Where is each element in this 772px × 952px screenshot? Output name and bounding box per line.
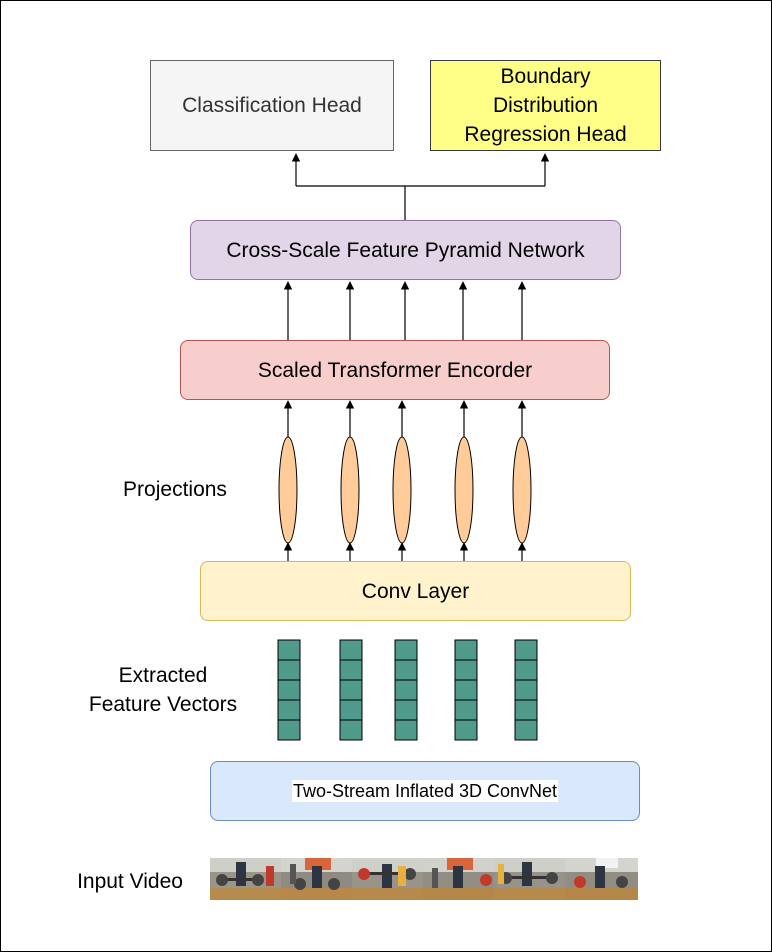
boundary-head-line-2: Distribution (492, 94, 599, 117)
input-video-label: Input Video (77, 870, 183, 893)
heads-fork-connector (291, 153, 550, 220)
feature-vector-1 (277, 639, 301, 741)
boundary-distribution-regression-head: Boundary Distribution Regression Head (430, 60, 661, 151)
conv-layer: Conv Layer (200, 561, 631, 621)
encoder-to-pyramid-arrows (283, 281, 527, 340)
extracted-label-line-1: Extracted (118, 664, 208, 687)
extracted-feature-vectors-label: Extracted Feature Vectors (70, 661, 256, 719)
classification-head: Classification Head (150, 60, 394, 151)
feature-vector-3 (394, 639, 418, 741)
conv-layer-label: Conv Layer (361, 579, 470, 603)
projection-to-encoder-arrows (283, 400, 527, 437)
i3d-label: Two-Stream Inflated 3D ConvNet (291, 780, 559, 802)
video-frame-1 (210, 858, 281, 900)
input-video-frames (210, 858, 638, 900)
video-frame-4 (423, 858, 494, 900)
classification-head-label: Classification Head (182, 94, 362, 117)
two-stream-inflated-3d-convnet: Two-Stream Inflated 3D ConvNet (210, 761, 640, 821)
video-frame-3 (352, 858, 423, 900)
feature-vector-2 (339, 639, 363, 741)
projection-ellipse-1 (278, 436, 298, 544)
video-frame-5 (494, 858, 565, 900)
extracted-label-line-2: Feature Vectors (88, 693, 238, 716)
projections-label: Projections (123, 478, 227, 501)
scaled-transformer-encoder: Scaled Transformer Encorder (180, 340, 610, 400)
video-frame-2 (281, 858, 352, 900)
projection-ellipse-2 (340, 436, 360, 544)
feature-vector-4 (454, 639, 478, 741)
boundary-head-line-3: Regression Head (464, 123, 627, 146)
pyramid-label: Cross-Scale Feature Pyramid Network (226, 238, 585, 262)
encoder-label: Scaled Transformer Encorder (257, 358, 533, 382)
projection-ellipse-3 (392, 436, 412, 544)
conv-to-projection-arrows (283, 542, 527, 561)
projection-ellipse-4 (454, 436, 474, 544)
cross-scale-feature-pyramid-network: Cross-Scale Feature Pyramid Network (190, 220, 621, 280)
feature-vector-stacks (277, 639, 538, 741)
video-frame-6 (565, 858, 638, 900)
boundary-head-line-1: Boundary (500, 65, 591, 88)
feature-vector-5 (514, 639, 538, 741)
projection-ellipses (278, 436, 532, 544)
projection-ellipse-5 (512, 436, 532, 544)
